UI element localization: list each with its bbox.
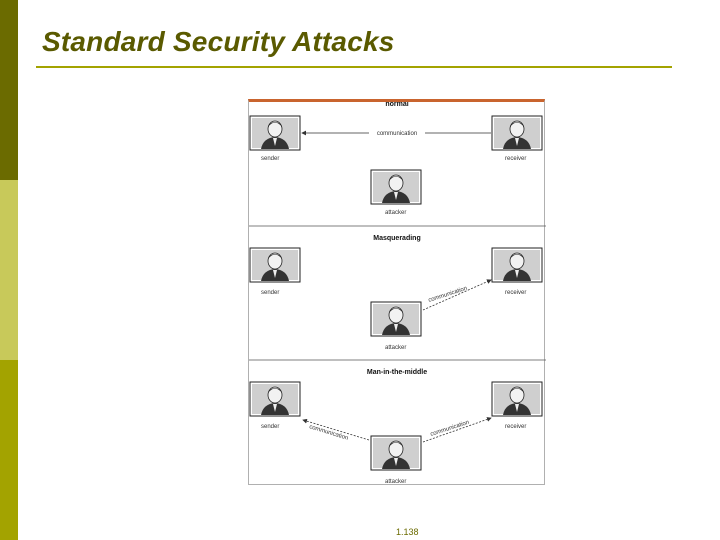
left-intercept-arrow xyxy=(302,418,370,441)
panel-heading: Man-in-the-middle xyxy=(367,369,427,376)
sender-label: sender xyxy=(261,424,279,430)
panel-masquerading: Masquerading communication sender receiv… xyxy=(249,235,543,351)
attacks-diagram: normal communication sender receiver att… xyxy=(249,102,546,485)
page-number: 1.138 xyxy=(396,527,419,537)
sender-portrait-icon xyxy=(249,115,301,151)
left-accent-bar-top xyxy=(0,0,18,180)
masquerade-arrow xyxy=(422,279,492,311)
sender-portrait-icon xyxy=(249,381,301,417)
receiver-label: receiver xyxy=(505,290,526,296)
panel-man-in-the-middle: Man-in-the-middle communication communic… xyxy=(249,369,543,485)
communication-label: communication xyxy=(428,286,468,304)
attacker-portrait-icon xyxy=(370,169,422,205)
communication-label-left: communication xyxy=(308,424,348,442)
receiver-portrait-icon xyxy=(491,381,543,417)
receiver-portrait-icon xyxy=(491,247,543,283)
right-intercept-arrow xyxy=(422,417,492,443)
receiver-label: receiver xyxy=(505,424,526,430)
receiver-label: receiver xyxy=(505,156,526,162)
left-accent-bar-middle xyxy=(0,180,18,360)
attacker-portrait-icon xyxy=(370,435,422,471)
attacker-label: attacker xyxy=(385,210,406,216)
panel-normal: normal communication sender receiver att… xyxy=(249,102,543,216)
security-attacks-figure: normal communication sender receiver att… xyxy=(248,99,546,485)
attacker-portrait-icon xyxy=(370,301,422,337)
panel-heading: normal xyxy=(385,102,408,108)
sender-label: sender xyxy=(261,290,279,296)
title-underline xyxy=(36,66,672,68)
receiver-portrait-icon xyxy=(491,115,543,151)
panel-heading: Masquerading xyxy=(373,235,420,242)
communication-label: communication xyxy=(377,131,417,137)
sender-portrait-icon xyxy=(249,247,301,283)
sender-label: sender xyxy=(261,156,279,162)
attacker-label: attacker xyxy=(385,345,406,351)
attacker-label: attacker xyxy=(385,479,406,485)
communication-label-right: communication xyxy=(430,420,470,438)
slide-title: Standard Security Attacks xyxy=(42,26,395,57)
left-accent-bar-bottom xyxy=(0,360,18,540)
